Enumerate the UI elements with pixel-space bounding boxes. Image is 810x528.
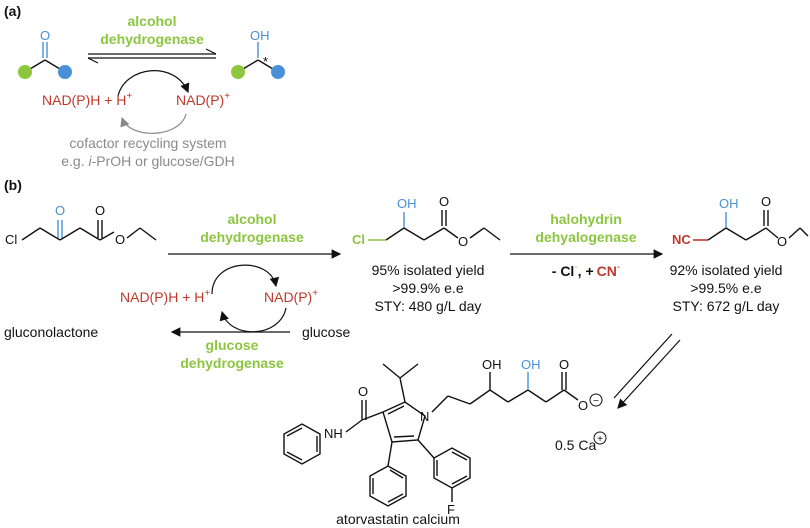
- step1-enzyme-line2: dehydrogenase: [200, 229, 304, 245]
- green-substituent: [231, 65, 245, 79]
- multistep-arrow-line1: [613, 333, 673, 399]
- gdh-line2: dehydrogenase: [180, 355, 284, 371]
- green-substituent: [18, 65, 32, 79]
- fluorophenyl: [433, 447, 471, 489]
- svg-text:OH: OH: [482, 357, 502, 372]
- gluconolactone-label: gluconolactone: [4, 324, 98, 340]
- svg-text:O: O: [578, 398, 588, 413]
- panel-b-label: (b): [4, 177, 22, 193]
- step1-enzyme-line1: alcohol: [227, 211, 276, 227]
- recycle-line2: e.g. i-PrOH or glucose/GDH: [61, 153, 235, 169]
- svg-text:O: O: [95, 203, 105, 218]
- svg-text:N: N: [420, 409, 429, 424]
- anilide-phenyl: [283, 423, 321, 465]
- svg-text:O: O: [358, 384, 368, 399]
- blue-substituent: [58, 65, 72, 79]
- step2-enzyme-line2: dehyalogenase: [535, 229, 636, 245]
- svg-text:−: −: [593, 396, 599, 407]
- stereocenter-mark: *: [263, 54, 268, 69]
- intermediate-chlorohydrin: Cl OH O O: [352, 194, 501, 249]
- step1-cofactor-cycle-bottom: [219, 307, 287, 333]
- multistep-arrow-line2: [617, 339, 681, 409]
- recycle-line1: cofactor recycling system: [69, 135, 226, 151]
- step2-enzyme-line1: halohydrin: [550, 211, 622, 227]
- svg-text:O: O: [777, 234, 787, 249]
- product-sty: STY: 672 g/L day: [673, 298, 780, 314]
- alcohol-oh: OH: [250, 28, 270, 43]
- atorvastatin-structure: N OH OH O O − O NH: [283, 357, 603, 517]
- calcium-charge-circle: [593, 431, 607, 445]
- svg-text:+: +: [597, 434, 603, 445]
- ketone-oxygen: O: [40, 28, 50, 43]
- intermediate-ee: >99.9% e.e: [392, 280, 463, 296]
- calcium-counterion: 0.5 Ca: [555, 437, 596, 453]
- svg-text:O: O: [439, 194, 449, 209]
- cofactor-oxidized: NAD(P)+: [176, 91, 230, 108]
- step2-reagents: - Cl-, +CN-: [552, 262, 620, 279]
- enzyme-a-line1: alcohol: [127, 13, 176, 29]
- c3-phenyl: [369, 465, 407, 507]
- enzyme-a-line2: dehydrogenase: [100, 31, 204, 47]
- recycling-arrow: [120, 113, 187, 134]
- intermediate-sty: STY: 480 g/L day: [375, 298, 482, 314]
- svg-text:OH: OH: [521, 357, 541, 372]
- cofactor-reduced: NAD(P)H + H+: [42, 91, 132, 108]
- svg-text:Cl: Cl: [5, 232, 17, 247]
- atorvastatin-name: atorvastatin calcium: [336, 511, 460, 527]
- svg-text:O: O: [55, 203, 65, 218]
- svg-text:OH: OH: [719, 196, 739, 211]
- svg-text:OH: OH: [397, 196, 417, 211]
- step1-cofactor-oxidized: NAD(P)+: [264, 288, 318, 305]
- svg-text:F: F: [447, 502, 455, 517]
- step1-cofactor-reduced: NAD(P)H + H+: [120, 288, 210, 305]
- svg-text:NC: NC: [672, 232, 691, 247]
- step1-cofactor-cycle-top: [211, 264, 280, 295]
- blue-substituent: [271, 65, 285, 79]
- intermediate-yield: 95% isolated yield: [372, 262, 485, 278]
- gdh-line1: glucose: [206, 337, 259, 353]
- carboxylate-charge-circle: [589, 393, 603, 407]
- ketone-substrate: O: [18, 28, 72, 79]
- alcohol-product: OH *: [231, 28, 285, 79]
- pyrrole-ring: [382, 401, 426, 443]
- svg-text:O: O: [458, 234, 468, 249]
- product-yield: 92% isolated yield: [670, 262, 783, 278]
- cofactor-cycle-arrow: [117, 70, 190, 97]
- panel-a-label: (a): [4, 3, 21, 19]
- svg-text:O: O: [559, 357, 569, 372]
- product-nitrile: NC OH O O: [672, 194, 809, 249]
- starting-material: Cl O O O: [5, 203, 157, 247]
- svg-text:NH: NH: [324, 426, 343, 441]
- svg-text:O: O: [761, 194, 771, 209]
- svg-text:Cl: Cl: [352, 232, 365, 247]
- glucose-label: glucose: [302, 324, 350, 340]
- product-ee: >99.5% e.e: [690, 280, 761, 296]
- svg-text:O: O: [115, 232, 125, 247]
